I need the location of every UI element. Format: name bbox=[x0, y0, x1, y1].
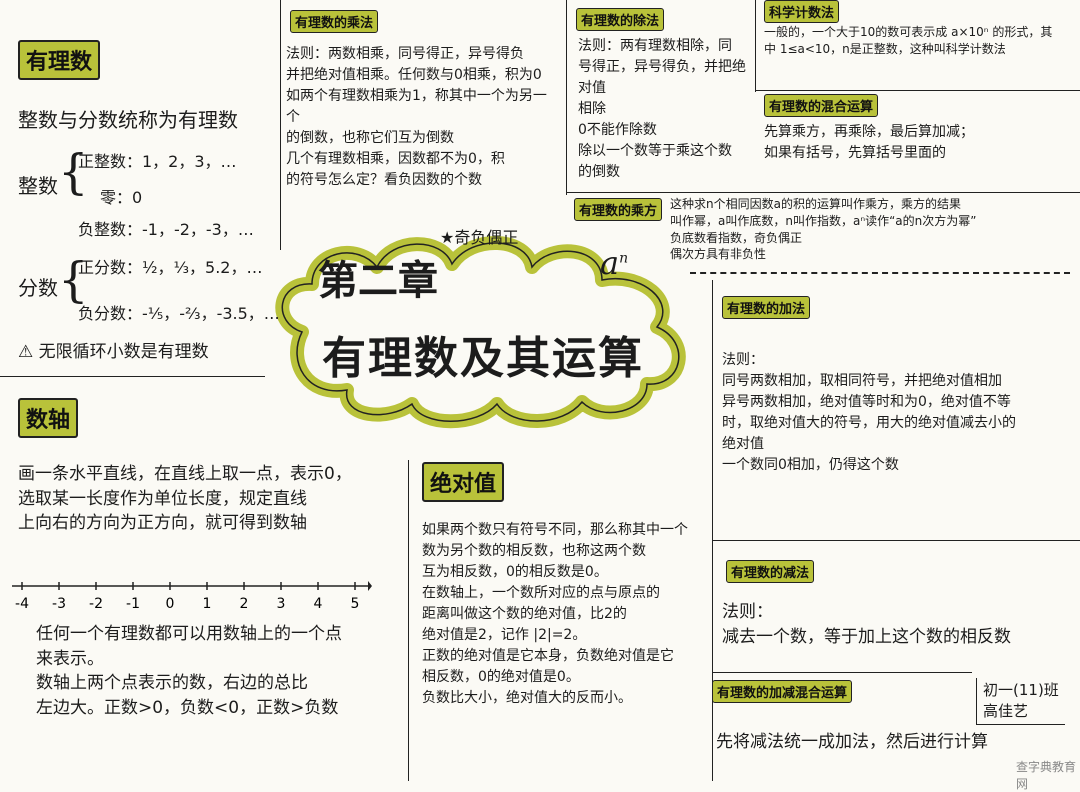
rational-definition: 整数与分数统称为有理数 bbox=[18, 108, 238, 132]
fraction-item: 负分数：-⅕，-⅔，-3.5，… bbox=[78, 304, 280, 323]
section-tag-power: 有理数的乘方 bbox=[574, 198, 663, 221]
mixed-body: 先算乘方，再乘除，最后算加减； 如果有括号，先算括号里面的 bbox=[764, 124, 974, 161]
divider bbox=[712, 540, 1080, 541]
divide-body: 法则：两有理数相除，同 号得正，异号得负，并把绝对值 相除 0不能作除数 除以一… bbox=[578, 38, 746, 180]
divider bbox=[712, 672, 972, 673]
absolute-body: 如果两个数只有符号不同，那么称其中一个 数为另个数的相反数，也称这两个数 互为相… bbox=[422, 522, 688, 706]
section-tag-subtract: 有理数的减法 bbox=[726, 560, 815, 583]
section-tag-absolute: 绝对值 bbox=[422, 462, 505, 502]
fraction-brace: { bbox=[58, 252, 89, 308]
rational-note: ⚠ 无限循环小数是有理数 bbox=[18, 342, 209, 362]
add-body: 法则： 同号两数相加，取相同符号，并把绝对值相加 异号两数相加，绝对值等时和为0… bbox=[722, 352, 1016, 473]
number-line-label: -4 bbox=[15, 596, 29, 612]
multiply-body: 法则：两数相乘，同号得正，异号得负 并把绝对值相乘。任何数与0相乘，积为0 如两… bbox=[286, 46, 547, 188]
divider bbox=[0, 376, 265, 377]
chapter-title: 有理数及其运算 bbox=[322, 333, 644, 384]
chapter-number: 第二章 bbox=[318, 257, 438, 304]
section-tag-addsub: 有理数的加减混合运算 bbox=[712, 680, 853, 703]
number-line-label: -1 bbox=[126, 596, 140, 612]
multiply-rule: ★奇负偶正 bbox=[440, 228, 519, 247]
axis-body-2: 任何一个有理数都可以用数轴上的一个点 来表示。 数轴上两个点表示的数，右边的总比… bbox=[36, 624, 342, 718]
divider bbox=[755, 90, 1080, 91]
section-tag-divide: 有理数的除法 bbox=[576, 8, 665, 31]
section-tag-axis: 数轴 bbox=[18, 398, 79, 438]
dashed-divider bbox=[690, 272, 1070, 274]
number-line-label: -3 bbox=[52, 596, 66, 612]
divider bbox=[566, 192, 1080, 193]
fraction-item: 正分数：½，⅓，5.2，… bbox=[78, 258, 263, 277]
integer-item: 负整数：-1，-2，-3，… bbox=[78, 220, 254, 239]
addsub-body: 先将减法统一成加法，然后进行计算 bbox=[716, 732, 988, 752]
power-symbol: an bbox=[600, 244, 629, 282]
divider bbox=[280, 0, 281, 250]
divider bbox=[755, 0, 756, 92]
number-line: -4 -3 -2 -1 0 1 2 3 4 5 bbox=[12, 581, 372, 612]
title-cloud bbox=[275, 236, 686, 429]
section-tag-rational: 有理数 bbox=[18, 40, 101, 80]
integer-item: 零：0 bbox=[100, 188, 143, 207]
scientific-body: 一般的，一个大于10的数可表示成 a×10ⁿ 的形式，其 中 1≤a<10，n是… bbox=[764, 25, 1053, 56]
subtract-body: 法则： 减去一个数，等于加上这个数的相反数 bbox=[722, 602, 1011, 647]
divider bbox=[712, 280, 713, 781]
watermark: 查字典教育网 bbox=[1016, 760, 1077, 791]
number-line-label: 2 bbox=[240, 596, 249, 612]
number-line-label: 5 bbox=[351, 596, 360, 612]
number-line-label: 4 bbox=[314, 596, 323, 612]
author-signature: 初一(11)班 高佳艺 bbox=[976, 678, 1065, 725]
section-tag-add: 有理数的加法 bbox=[722, 296, 811, 319]
number-line-label: 1 bbox=[203, 596, 212, 612]
integer-item: 正整数：1，2，3，… bbox=[78, 152, 237, 171]
divider bbox=[566, 0, 567, 195]
axis-body: 画一条水平直线，在直线上取一点，表示0， 选取某一长度作为单位长度，规定直线 上… bbox=[18, 464, 352, 534]
fraction-label: 分数 bbox=[18, 276, 58, 300]
section-tag-scientific: 科学计数法 bbox=[764, 0, 840, 23]
section-tag-mixed: 有理数的混合运算 bbox=[764, 94, 879, 117]
number-line-label: -2 bbox=[89, 596, 103, 612]
integer-brace: { bbox=[58, 144, 89, 200]
section-tag-multiply: 有理数的乘法 bbox=[290, 10, 379, 33]
power-body: 这种求n个相同因数a的积的运算叫作乘方，乘方的结果 叫作幂，a叫作底数，n叫作指… bbox=[670, 197, 977, 262]
number-line-label: 3 bbox=[277, 596, 286, 612]
number-line-label: 0 bbox=[166, 596, 175, 612]
divider bbox=[408, 460, 409, 781]
integer-label: 整数 bbox=[18, 174, 58, 198]
